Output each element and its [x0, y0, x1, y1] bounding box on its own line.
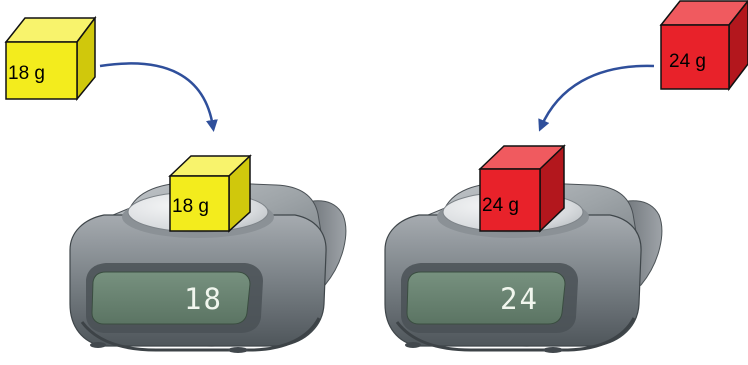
- left-scale-front-edge: [80, 317, 321, 352]
- right-falling-cube-front: [660, 24, 730, 90]
- left-display-value: 18: [184, 282, 223, 316]
- left-falling-cube: 18 g: [4, 15, 97, 102]
- left-scale-foot-right: [228, 347, 248, 353]
- left-weighed-cube-front: [169, 175, 230, 232]
- left-scale-display: [91, 271, 251, 325]
- right-falling-cube-label: 24 g: [669, 51, 706, 72]
- left-weighed-cube-label: 18 g: [172, 196, 209, 217]
- right-falling-cube: 24 g: [659, 0, 748, 92]
- right-scale-foot-right: [543, 347, 563, 353]
- left-falling-cube-label: 18 g: [8, 63, 45, 84]
- right-weighed-cube: 24 g: [478, 144, 566, 233]
- right-display-value: 24: [500, 282, 539, 316]
- right-scale-display: [406, 271, 566, 325]
- right-weighed-cube-front: [479, 168, 541, 232]
- right-arrow: [538, 64, 655, 132]
- left-weighed-cube: 18 g: [168, 154, 252, 233]
- left-falling-cube-front: [5, 41, 78, 100]
- right-scale-front-edge: [395, 317, 636, 352]
- left-scale-foot-left: [90, 342, 106, 348]
- right-scale-foot-left: [405, 342, 421, 348]
- left-arrow: [99, 62, 218, 132]
- right-weighed-cube-label: 24 g: [482, 195, 519, 216]
